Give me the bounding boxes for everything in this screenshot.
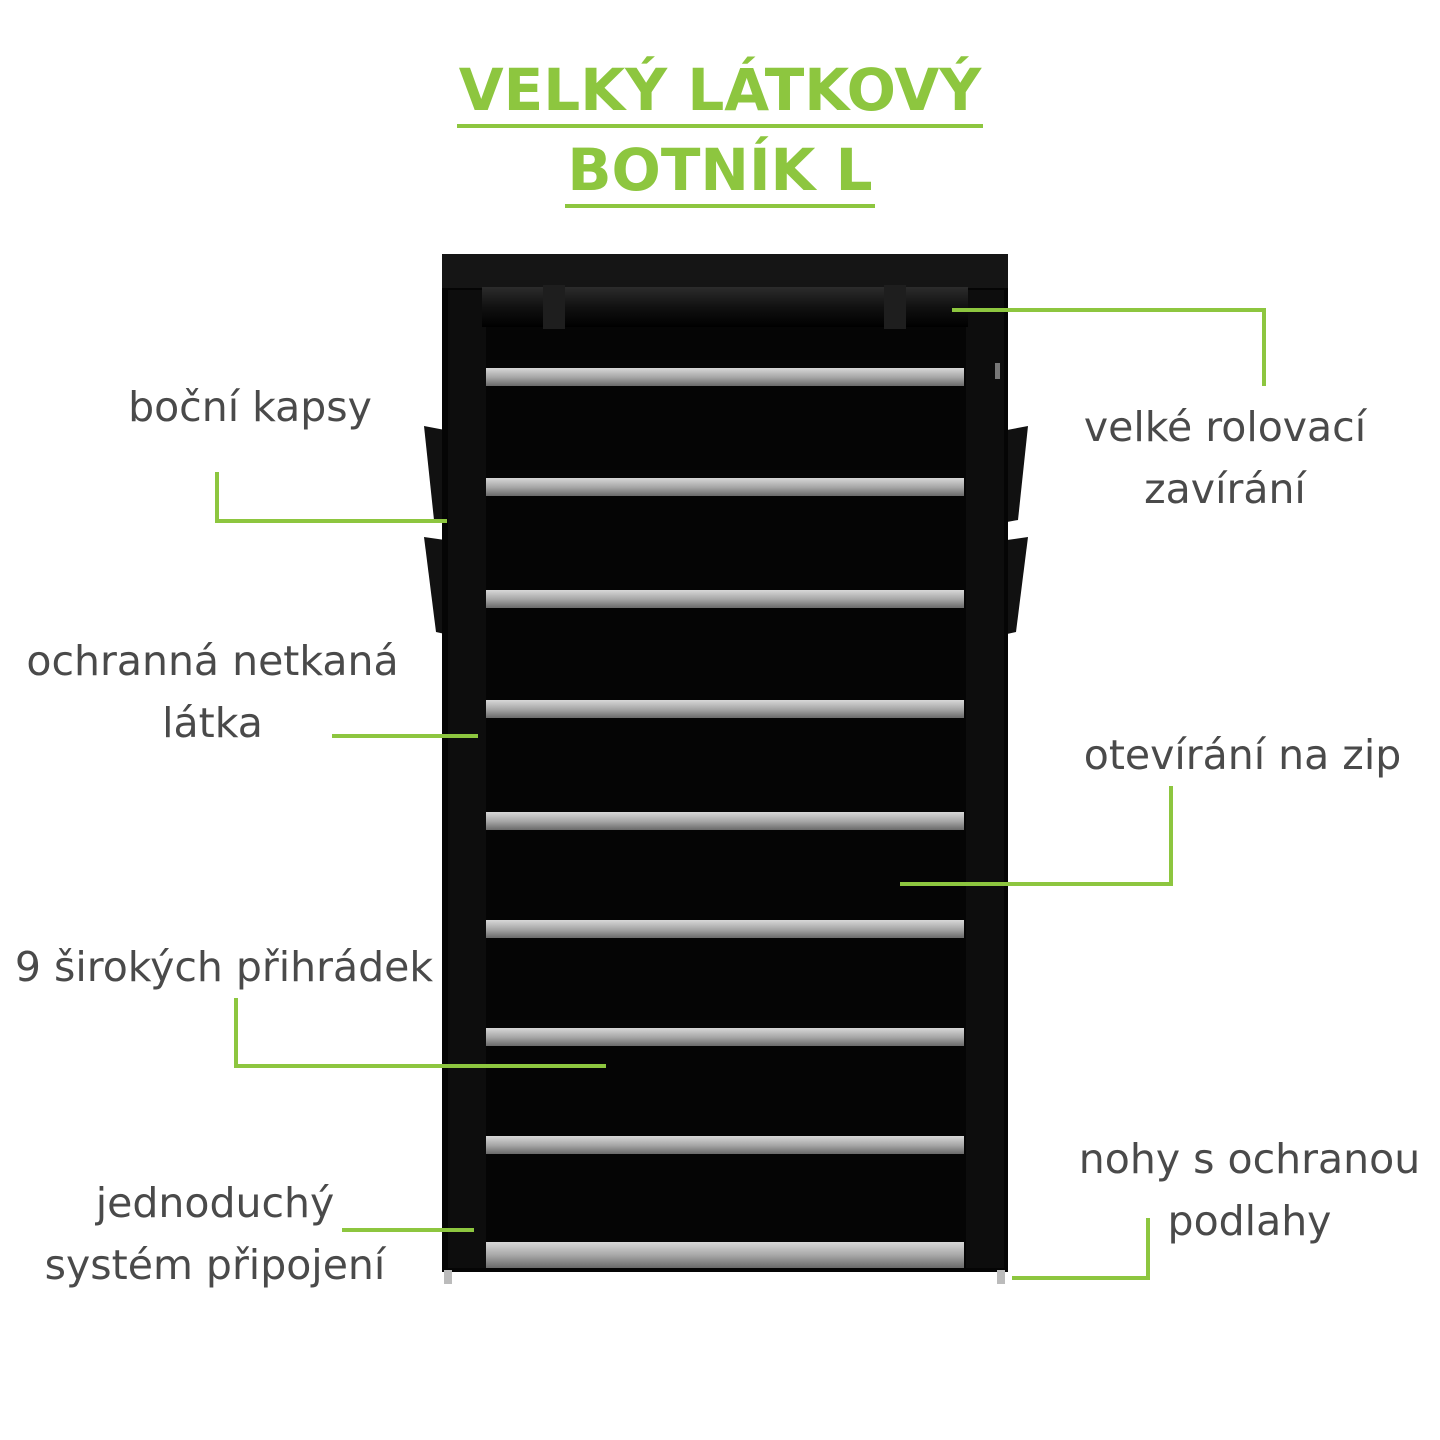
shelf — [486, 368, 964, 386]
right-pocket-upper — [1007, 426, 1028, 522]
zip-tag — [995, 363, 1000, 379]
shelf — [486, 920, 964, 938]
shelf — [486, 1028, 964, 1046]
shelf — [486, 700, 964, 718]
label-feet-protection: nohy s ochranou podlahy — [1078, 1135, 1421, 1245]
leader-side-pockets-v — [215, 472, 219, 523]
title-line-1: VELKÝ LÁTKOVÝ — [0, 50, 1440, 130]
leader-compartments-v — [234, 998, 238, 1068]
shelf — [486, 1136, 964, 1154]
leader-roll-closure-h — [952, 308, 1266, 312]
shelves — [486, 368, 964, 1268]
right-side-panel — [966, 290, 1004, 1268]
shelf — [486, 590, 964, 608]
leader-zip-h — [900, 882, 1173, 886]
cover-body — [442, 254, 1008, 1272]
strap-left — [543, 285, 565, 329]
title-line-2: BOTNÍK L — [0, 130, 1440, 210]
leader-roll-closure-v — [1262, 308, 1266, 386]
foot-right — [997, 1270, 1005, 1284]
leader-connection — [342, 1228, 474, 1232]
label-roll-closure: velké rolovací zavírání — [1083, 403, 1367, 513]
leader-protective-fabric — [332, 734, 478, 738]
right-pocket-lower — [1007, 537, 1028, 634]
cover-top — [442, 254, 1008, 288]
shelf — [486, 478, 964, 496]
left-pocket-lower — [424, 537, 445, 634]
left-side-panel — [448, 290, 486, 1268]
foot-left — [444, 1270, 452, 1284]
leader-side-pockets-h — [215, 519, 447, 523]
label-side-pockets: boční kapsy — [128, 383, 372, 431]
label-zip-opening: otevírání na zip — [1083, 731, 1402, 779]
left-pocket-upper — [424, 426, 445, 522]
label-connection-system: jednoduchý systém připojení — [44, 1179, 386, 1289]
shelf — [486, 812, 964, 830]
leader-feet-v — [1146, 1218, 1150, 1280]
shelf — [486, 1242, 964, 1268]
leader-compartments-h — [234, 1064, 606, 1068]
leader-feet-h — [1012, 1276, 1150, 1280]
label-compartments: 9 širokých přihrádek — [14, 943, 434, 991]
label-protective-fabric: ochranná netkaná látka — [26, 637, 399, 747]
strap-right — [884, 285, 906, 329]
leader-zip-v — [1169, 786, 1173, 886]
